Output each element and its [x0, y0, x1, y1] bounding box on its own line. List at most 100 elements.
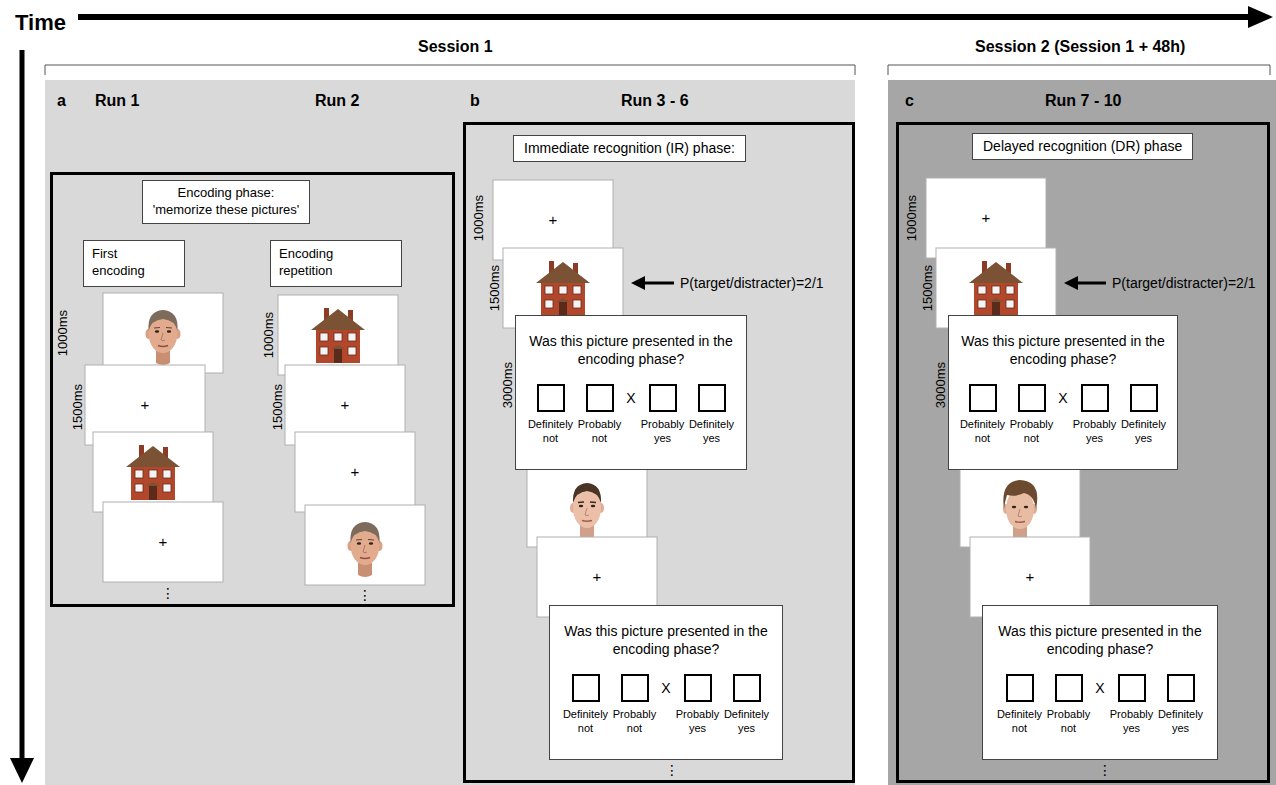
duration-label: 1500ms — [487, 265, 502, 311]
panel-letter: c — [905, 92, 914, 110]
answer-option: Probably yes — [1107, 674, 1156, 736]
checkbox — [1167, 674, 1195, 702]
checkbox — [1118, 674, 1146, 702]
run-label: Run 2 — [315, 92, 359, 110]
fixation-cross: + — [341, 397, 350, 413]
answer-divider: X — [1056, 390, 1070, 406]
box-text: First encoding — [92, 246, 164, 280]
question-text: Was this picture presented in the encodi… — [558, 622, 774, 658]
checkbox — [586, 384, 614, 412]
fixation-cross: + — [593, 569, 602, 585]
run-label: Run 3 - 6 — [621, 92, 689, 110]
fixation-cross: + — [1026, 569, 1035, 585]
panel-letter: b — [470, 92, 480, 110]
fixation-screen: + — [285, 365, 405, 445]
answer-label: Definitely not — [995, 708, 1044, 736]
condition-box: First encoding — [83, 240, 185, 287]
stimulus-screen — [960, 467, 1080, 547]
run-label: Run 7 - 10 — [1045, 92, 1121, 110]
question-text: Was this picture presented in the encodi… — [957, 332, 1169, 368]
stimulus-screen — [93, 432, 213, 512]
answer-label: Probably not — [575, 418, 624, 446]
checkbox — [969, 384, 997, 412]
answer-label: Probably yes — [638, 418, 687, 446]
question-text: Was this picture presented in the encodi… — [991, 622, 1209, 658]
session-panel — [888, 80, 1276, 785]
answer-option: Definitely not — [561, 674, 610, 736]
checkbox — [1130, 384, 1158, 412]
fixation-screen — [103, 502, 223, 582]
fixation-screen: + — [493, 180, 613, 260]
checkbox — [1081, 384, 1109, 412]
continuation-ellipsis: ⋮ — [1098, 762, 1112, 778]
duration-label: 1500ms — [70, 384, 85, 430]
continuation-ellipsis: ⋮ — [358, 587, 372, 603]
answer-options: Definitely notProbably notXProbably yesD… — [991, 674, 1209, 736]
question-screen: Was this picture presented in the encodi… — [982, 605, 1218, 760]
stimulus-screen — [305, 505, 425, 585]
session-label: Session 1 — [418, 38, 493, 56]
duration-label: 3000ms — [933, 362, 948, 408]
stimulus-screen — [278, 295, 398, 375]
answer-option: Definitely yes — [1119, 384, 1168, 446]
pointer-arrow-head — [631, 276, 645, 290]
pointer-arrow-head — [1064, 276, 1078, 290]
answer-label: Probably not — [610, 708, 659, 736]
time-arrow-line — [20, 50, 25, 762]
checkbox — [621, 674, 649, 702]
probability-note: P(target/distracter)=2/1 — [680, 275, 824, 291]
answer-option: Probably not — [1044, 674, 1093, 736]
checkbox — [1006, 674, 1034, 702]
fixation-cross: + — [159, 534, 168, 550]
phase-frame: Run 1Run 2Encoding phase: 'memorize thes… — [50, 172, 455, 607]
axis-label: Time — [15, 10, 66, 35]
condition-box: Encoding repetition — [270, 240, 402, 287]
answer-divider: X — [659, 680, 673, 696]
fixation-cross: + — [141, 397, 150, 413]
answer-option: Definitely not — [995, 674, 1044, 736]
time-arrow-head — [1248, 6, 1273, 28]
pointer-arrow — [642, 282, 674, 285]
question-screen: Was this picture presented in the encodi… — [948, 315, 1178, 470]
duration-label: 1000ms — [471, 195, 486, 241]
answer-label: Definitely yes — [687, 418, 736, 446]
instruction-box: Encoding phase: 'memorize these pictures… — [142, 180, 310, 224]
answer-options: Definitely notProbably notXProbably yesD… — [957, 384, 1169, 446]
answer-option: Probably yes — [673, 674, 722, 736]
phase-title-box: Delayed recognition (DR) phase — [972, 133, 1193, 160]
duration-label: 1000ms — [55, 310, 70, 356]
phase-frame: Run 3 - 6Immediate recognition (IR) phas… — [463, 122, 855, 783]
answer-divider: X — [624, 390, 638, 406]
answer-label: Probably yes — [673, 708, 722, 736]
stimulus-screen — [103, 293, 223, 373]
duration-label: 1500ms — [270, 384, 285, 430]
answer-option: Probably yes — [1070, 384, 1119, 446]
fixation-screen — [926, 178, 1046, 258]
fixation-cross: + — [549, 212, 558, 228]
answer-option: Definitely yes — [722, 674, 771, 736]
question-text: Was this picture presented in the encodi… — [524, 332, 738, 368]
continuation-ellipsis: ⋮ — [665, 762, 679, 778]
session-label: Session 2 (Session 1 + 48h) — [975, 38, 1185, 56]
fixation-screen — [295, 432, 415, 512]
fixation-screen: + — [85, 365, 205, 445]
pointer-arrow — [1076, 282, 1106, 285]
fixation-cross: + — [982, 210, 991, 226]
answer-label: Probably yes — [1070, 418, 1119, 446]
box-text: Encoding repetition — [279, 246, 359, 280]
question-screen: Was this picture presented in the encodi… — [515, 315, 747, 470]
answer-option: Definitely not — [958, 384, 1007, 446]
checkbox — [698, 384, 726, 412]
answer-label: Definitely yes — [722, 708, 771, 736]
session-bracket — [888, 65, 1270, 75]
box-text: Immediate recognition (IR) phase: — [524, 140, 735, 157]
checkbox — [1018, 384, 1046, 412]
answer-label: Definitely not — [526, 418, 575, 446]
session-panel — [45, 80, 855, 785]
checkbox — [537, 384, 565, 412]
duration-label: 3000ms — [500, 362, 515, 408]
fixation-screen: + — [926, 178, 1046, 258]
answer-label: Definitely not — [561, 708, 610, 736]
box-text: Delayed recognition (DR) phase — [983, 138, 1182, 155]
stimulus-screen — [527, 467, 647, 547]
